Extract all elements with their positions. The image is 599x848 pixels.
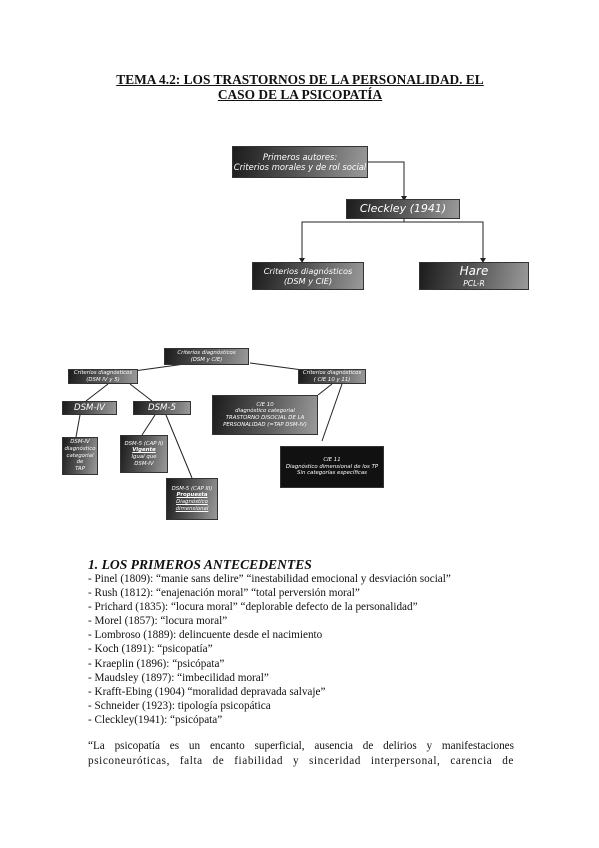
cie10-2: diagnóstico categorial (235, 408, 295, 415)
title-line-1: TEMA 4.2: LOS TRASTORNOS DE LA PERSONALI… (116, 72, 484, 87)
list-item: - Krafft-Ebing (1904) “moralidad deprava… (88, 685, 326, 698)
d2-left-label: Criterios diagnósticos (73, 369, 133, 376)
primeros-autores-box: Primeros autores: Criterios morales y de… (232, 146, 368, 178)
cie11-box: CIE 11 Diagnóstico dimensional de los TP… (280, 446, 384, 488)
d2-top-sublabel: (DSM y CIE) (190, 356, 223, 363)
list-item: - Morel (1857): “locura moral” (88, 615, 228, 628)
dsm-iv-box: DSM-IV (62, 401, 117, 415)
list-item: - Rush (1812): “enajenación moral” “tota… (88, 587, 360, 600)
title-line-2: CASO DE LA PSICOPATÍA (217, 87, 383, 102)
dsm-5-cap2-4: DSM-IV (134, 460, 154, 467)
quote-line-1: “La psicopatía es un encanto superficial… (88, 740, 514, 752)
dsm-5-cap3-box: DSM-5 (CAP III) Propuesta Diagnóstico di… (166, 478, 218, 520)
d2-top-box: Criterios diagnósticos (DSM y CIE) (164, 348, 249, 365)
cie10-1: CIE 10 (256, 401, 274, 408)
cie10-3: TRASTORNO DISOCIAL DE LA (225, 415, 305, 421)
list-item: - Pinel (1809): “manie sans delire” “ine… (88, 573, 451, 585)
d2-left-criterios-box: Criterios diagnósticos (DSM IV y 5) (68, 369, 138, 384)
dsm-iv-desc-2: diagnóstico (64, 445, 96, 452)
list-item: - Kraeplin (1896): “psicópata” (88, 657, 225, 670)
dsm-5-cap3-1: DSM-5 (CAP III) (171, 485, 213, 492)
dsm-5-cap2-1: DSM-5 (CAP II) (124, 440, 164, 447)
list-item: - Schneider (1923): tipología psicopátic… (88, 699, 271, 712)
cleckley-label: Cleckley (1941) (359, 202, 447, 216)
criterios-diagnosticos-box: Criterios diagnósticos (DSM y CIE) (252, 262, 364, 290)
hare-box: Hare PCL-R (419, 262, 529, 290)
d2-right-sublabel: ( CIE 10 y 11) (313, 376, 351, 383)
d2-right-label: Criterios diagnósticos (302, 369, 362, 376)
quote-paragraph: “La psicopatía es un encanto superficial… (88, 739, 514, 769)
dsm-5-cap3-3: Diagnóstico (176, 499, 208, 505)
dsm-5-box: DSM-5 (133, 401, 191, 415)
dsm-5-cap3-4: dimensional (175, 505, 209, 512)
dsm-5-cap3-2: Propuesta (176, 492, 208, 499)
cie10-box: CIE 10 diagnóstico categorial TRASTORNO … (212, 395, 318, 435)
antecedentes-list: - Pinel (1809): “manie sans delire” “ine… (88, 572, 451, 727)
dsm-iv-desc-3: categorial de (66, 452, 94, 466)
list-item: - Maudsley (1897): “imbecilidad moral” (88, 671, 269, 684)
dsm-5-cap2-2: Vigente (132, 447, 156, 454)
section-title: 1. LOS PRIMEROS ANTECEDENTES (88, 557, 312, 572)
list-item: - Koch (1891): “psicopatía” (88, 643, 213, 656)
dsm-iv-label: DSM-IV (73, 402, 105, 413)
dsm-iv-desc-1: DSM-IV (70, 439, 90, 446)
list-item: - Prichard (1835): “locura moral” “deplo… (88, 601, 418, 614)
dsm-iv-desc-4: TAP (75, 466, 85, 473)
cie11-1: CIE 11 (323, 456, 341, 463)
d2-right-criterios-box: Criterios diagnósticos ( CIE 10 y 11) (298, 369, 366, 384)
pclr-label: PCL-R (463, 278, 485, 288)
dsm-5-cap2-box: DSM-5 (CAP II) Vigente Igual que DSM-IV (120, 435, 168, 473)
diagram2: Criterios diagnósticos (DSM y CIE) Crite… (60, 343, 384, 523)
d2-top-label: Criterios diagnósticos (177, 349, 236, 356)
hare-label: Hare (459, 263, 489, 278)
dsm-iv-desc-box: DSM-IV diagnóstico categorial de TAP (62, 437, 98, 475)
dsm-5-cap2-3: Igual que (131, 454, 157, 460)
list-item: - Lombroso (1889): delincuente desde el … (88, 629, 323, 642)
quote-line-2: psiconeuróticas, falta de fiabilidad y s… (88, 755, 514, 767)
primeros-autores-sublabel: Criterios morales y de rol social (233, 162, 367, 172)
criterios-sublabel: (DSM y CIE) (283, 276, 333, 286)
dsm-5-label: DSM-5 (147, 402, 177, 413)
list-item: - Cleckley(1941): “psicópata” (88, 713, 223, 726)
cie11-2: Diagnóstico dimensional de los TP (285, 463, 379, 470)
page-title: TEMA 4.2: LOS TRASTORNOS DE LA PERSONALI… (90, 72, 510, 102)
cleckley-box: Cleckley (1941) (346, 199, 460, 219)
primeros-autores-label: Primeros autores: (262, 151, 338, 162)
cie11-3: Sin categorías específicas (297, 470, 367, 477)
d2-left-sublabel: (DSM IV y 5) (86, 376, 120, 383)
criterios-label: Criterios diagnósticos (263, 265, 353, 276)
cie10-4: PERSONALIDAD (=TAP DSM-IV) (223, 421, 307, 428)
